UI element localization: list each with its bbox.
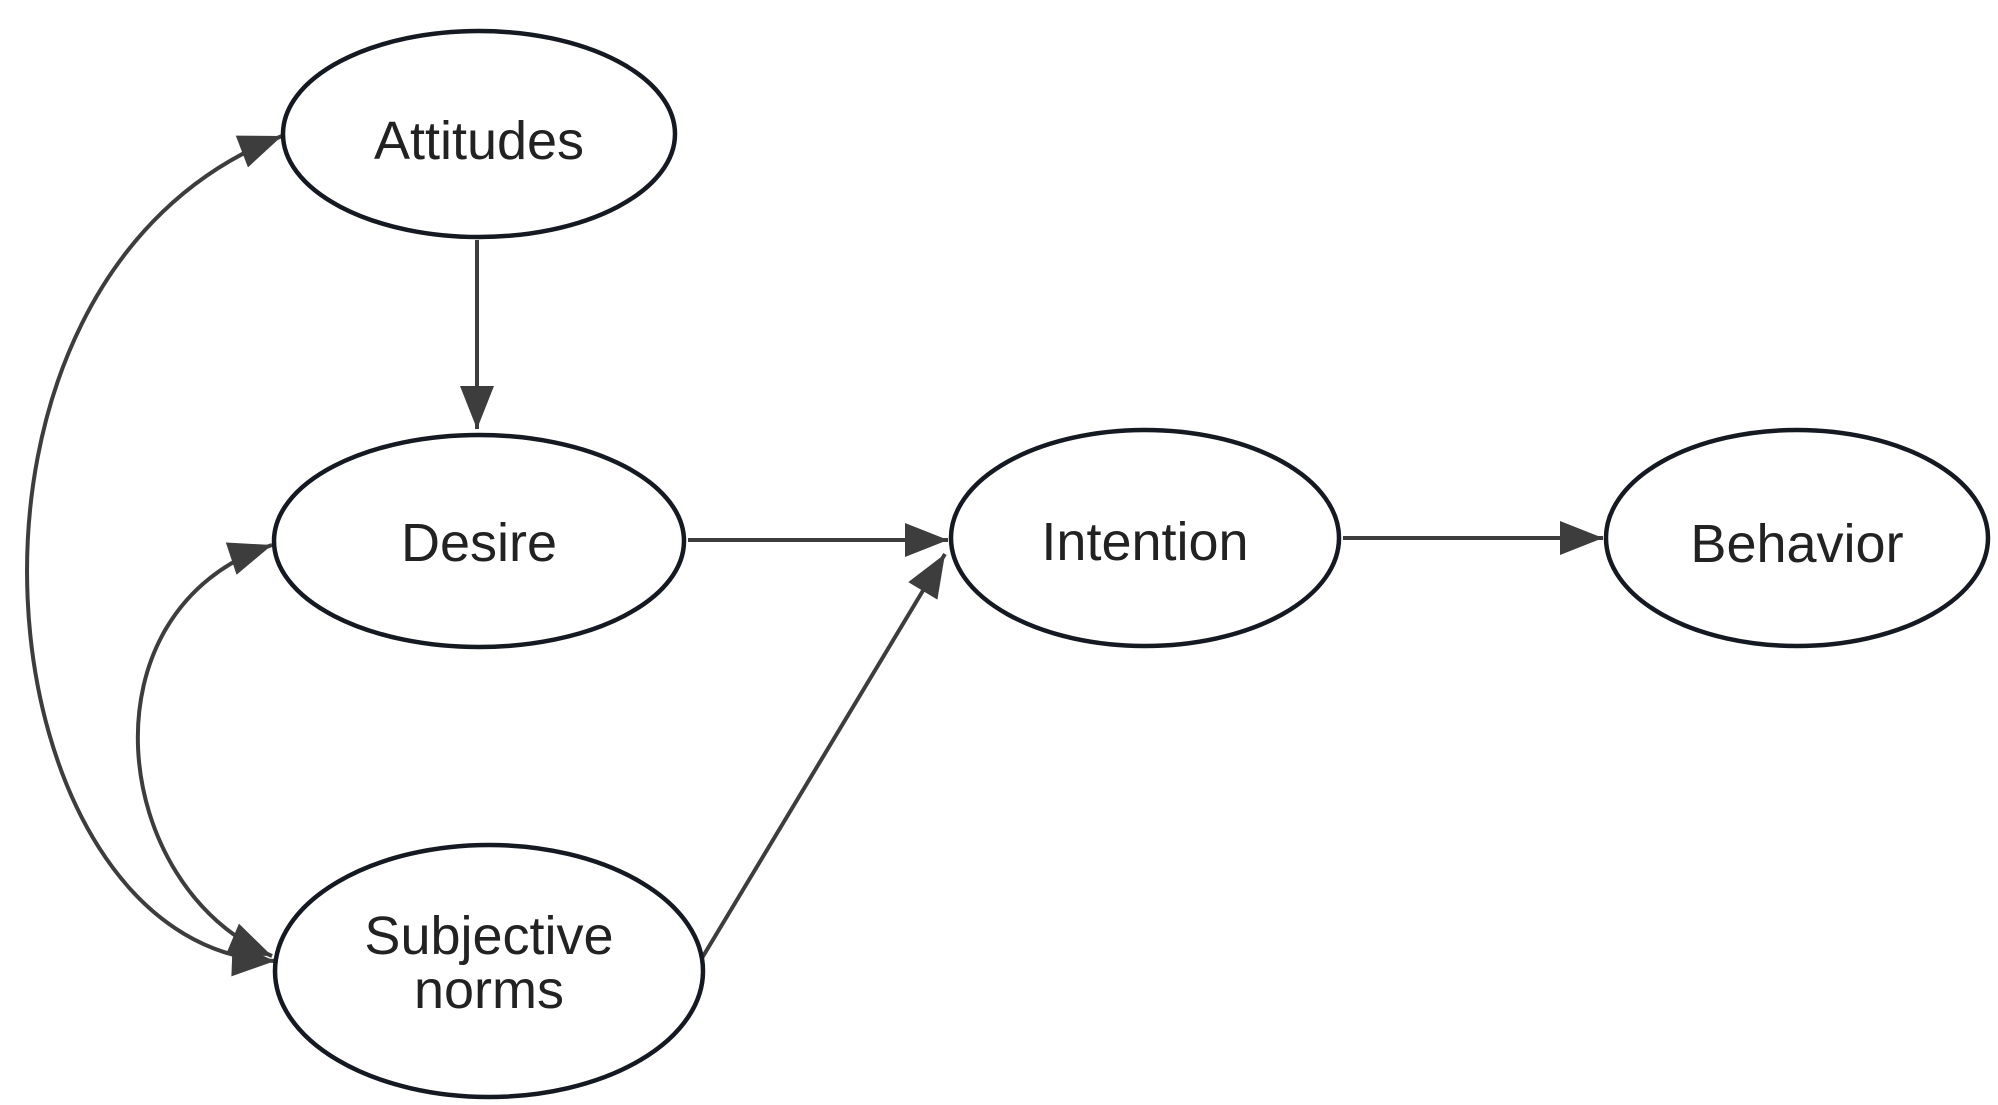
node-behavior-ellipse	[1603, 427, 1991, 649]
node-behavior-label: Behavior	[1690, 514, 1903, 574]
edge-desire-subjective-norms-curve	[135, 542, 273, 958]
node-subjective-norms-ellipse	[272, 842, 706, 1100]
node-attitudes-ellipse	[280, 28, 678, 240]
node-desire-label: Desire	[401, 513, 557, 573]
node-desire-ellipse	[271, 432, 687, 650]
node-behavior: Behavior	[1603, 427, 1991, 649]
edge-attitudes-subjective-norms-curve	[25, 134, 283, 977]
node-subjective-norms-label-line1: Subjective	[364, 906, 613, 966]
node-attitudes-label: Attitudes	[374, 111, 584, 171]
node-subjective-norms-label-line2: norms	[414, 960, 564, 1020]
node-intention: Intention	[948, 427, 1342, 649]
node-desire: Desire	[271, 432, 687, 650]
edge-subjective-norms-to-intention-arrow	[697, 552, 947, 965]
node-intention-label: Intention	[1041, 512, 1248, 572]
node-attitudes: Attitudes	[280, 28, 678, 240]
node-intention-ellipse	[948, 427, 1342, 649]
node-subjective-norms: Subjective norms	[272, 842, 706, 1100]
